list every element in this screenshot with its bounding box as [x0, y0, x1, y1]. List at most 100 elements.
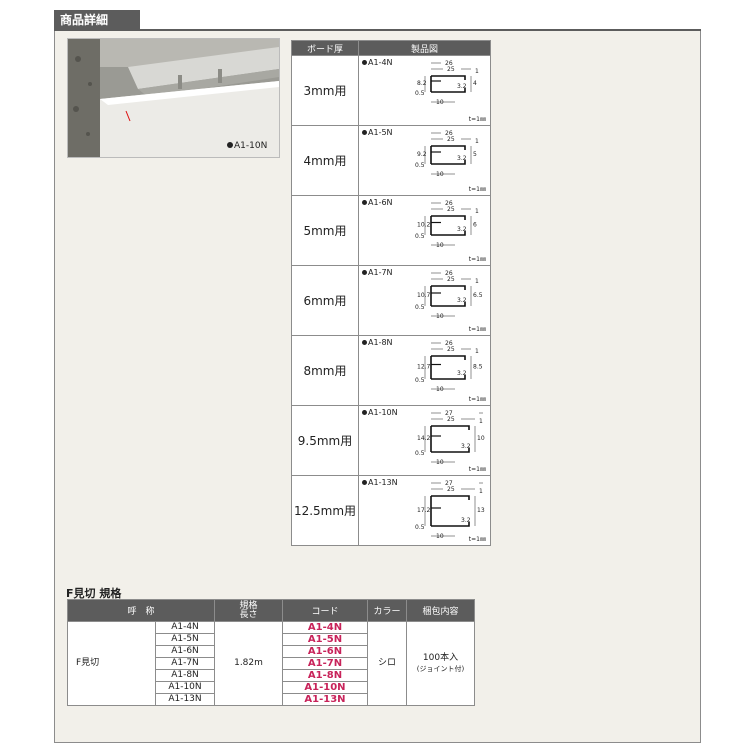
profile-top-flange — [431, 215, 466, 220]
bullet-icon — [362, 410, 367, 415]
thickness-note: t=1㎜ — [468, 116, 486, 123]
board-thickness-label: 8mm用 — [303, 364, 347, 378]
dim-one: 1 — [475, 278, 479, 285]
dim-one: 1 — [479, 488, 483, 495]
dim-left-height: 17.2 — [417, 507, 431, 514]
board-thickness-label: 4mm用 — [303, 154, 347, 168]
bullet-icon — [362, 270, 367, 275]
profile-top-flange — [431, 145, 466, 150]
model-name: A1-13N — [368, 478, 398, 487]
dim-right-small: 13 — [477, 507, 485, 514]
spec-name: A1-6N — [155, 645, 215, 658]
photo-caption-text: A1-10N — [234, 141, 268, 151]
profile-bottom-flange — [431, 231, 466, 236]
spec-name: A1-13N — [155, 693, 215, 706]
thickness-note: t=1㎜ — [468, 536, 486, 543]
dim-left-height: 10.2 — [417, 222, 431, 229]
dim-right: 3.2 — [461, 517, 471, 524]
spec-code: A1-8N — [282, 669, 368, 682]
dim-half: 0.5 — [415, 162, 425, 169]
dim-top-inner: 25 — [447, 136, 455, 143]
header-spec-bottom: 長さ — [239, 609, 258, 620]
header-code: コード — [282, 599, 368, 622]
model-label: A1-13N — [362, 478, 398, 487]
profile-top-flange — [431, 495, 470, 500]
dim-bottom: 10 — [436, 99, 444, 106]
dim-top-outer: 26 — [445, 60, 453, 67]
dim-half: 0.5 — [415, 524, 425, 531]
header-package: 梱包内容 — [406, 599, 475, 622]
spec-code: A1-4N — [282, 621, 368, 634]
profile-bottom-flange — [431, 448, 470, 453]
dim-bottom: 10 — [436, 533, 444, 540]
dim-top-outer: 27 — [445, 410, 453, 417]
dim-top-inner: 25 — [447, 206, 455, 213]
dim-top-outer: 26 — [445, 270, 453, 277]
spec-name: A1-4N — [155, 621, 215, 634]
header-name: 呼 称 — [67, 599, 215, 622]
dim-right: 3.2 — [457, 297, 467, 304]
installation-photo — [67, 38, 280, 158]
header-spec-top: 規格 — [239, 600, 258, 611]
profile-top-flange — [431, 75, 466, 80]
spec-code: A1-13N — [282, 693, 368, 706]
dim-one: 1 — [475, 208, 479, 215]
bullet-icon — [362, 200, 367, 205]
dim-top-outer: 26 — [445, 340, 453, 347]
dim-top-outer: 26 — [445, 130, 453, 137]
spec-code: A1-10N — [282, 681, 368, 694]
dim-right-small: 4 — [473, 80, 477, 87]
profile-bottom-flange — [431, 375, 466, 380]
thickness-note: t=1㎜ — [468, 466, 486, 473]
dim-left-height: 9.2 — [417, 151, 427, 158]
header-board-thickness: ボード厚 — [291, 40, 359, 56]
spec-name: A1-5N — [155, 633, 215, 646]
board-thickness-cell: 8mm用 — [291, 335, 359, 406]
dim-top-inner: 25 — [447, 276, 455, 283]
spec-code: A1-7N — [282, 657, 368, 670]
dim-half: 0.5 — [415, 233, 425, 240]
bullet-icon — [362, 480, 367, 485]
model-label: A1-6N — [362, 198, 393, 207]
bullet-icon — [362, 340, 367, 345]
dim-right: 3.2 — [457, 83, 467, 90]
board-thickness-label: 6mm用 — [303, 294, 347, 308]
dim-left-height: 10.7 — [417, 292, 431, 299]
spec-package-main: 100本入 — [422, 652, 459, 663]
model-name: A1-5N — [368, 128, 393, 137]
profile-bottom-flange — [431, 88, 466, 93]
dim-half: 0.5 — [415, 450, 425, 457]
model-name: A1-6N — [368, 198, 393, 207]
model-name: A1-7N — [368, 268, 393, 277]
board-thickness-label: 12.5mm用 — [293, 504, 357, 518]
dim-top-outer: 26 — [445, 200, 453, 207]
thickness-note: t=1㎜ — [468, 326, 486, 333]
thickness-note: t=1㎜ — [468, 256, 486, 263]
dim-one: 1 — [475, 68, 479, 75]
model-label: A1-5N — [362, 128, 393, 137]
profile-top-flange — [431, 355, 466, 360]
dim-bottom: 10 — [436, 313, 444, 320]
bullet-icon — [362, 130, 367, 135]
header-product-drawing: 製品図 — [358, 40, 491, 56]
profile-bottom-flange — [431, 160, 466, 165]
dim-half: 0.5 — [415, 90, 425, 97]
model-label: A1-4N — [362, 58, 393, 67]
dim-bottom: 10 — [436, 386, 444, 393]
dim-left-height: 12.7 — [417, 364, 431, 371]
dim-top-outer: 27 — [445, 480, 453, 487]
